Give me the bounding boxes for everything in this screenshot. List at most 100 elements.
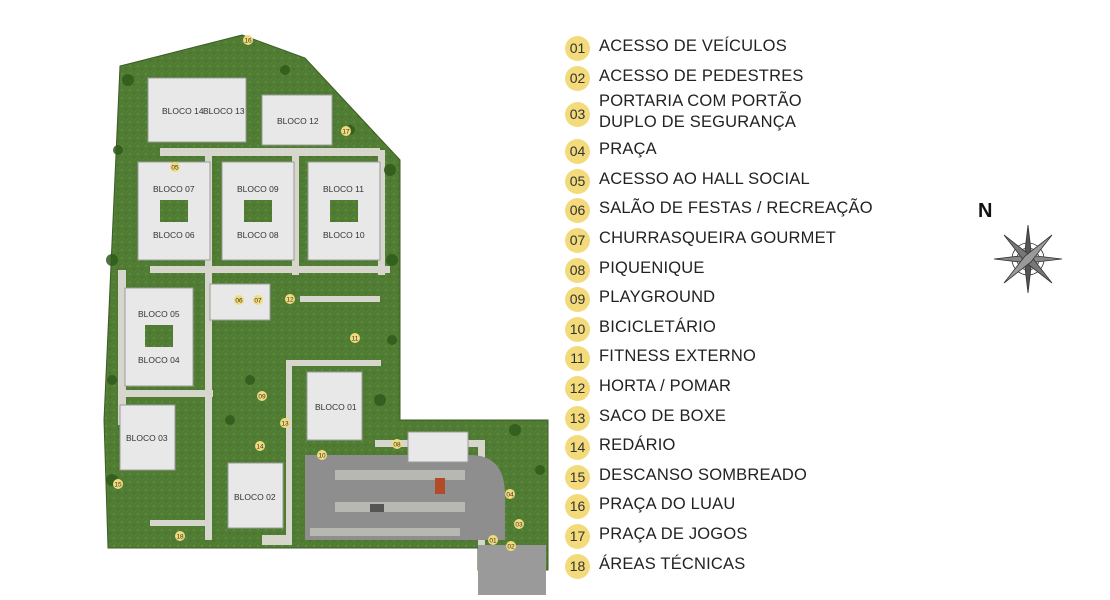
svg-text:10: 10 bbox=[318, 453, 326, 460]
legend-number: 11 bbox=[565, 346, 590, 372]
trees bbox=[106, 65, 545, 486]
legend-item-07: 07 CHURRASQUEIRA GOURMET bbox=[565, 225, 905, 255]
legend-item-10: 10 BICICLETÁRIO bbox=[565, 314, 905, 344]
north-label: N bbox=[978, 200, 992, 222]
legend-label: REDÁRIO bbox=[599, 436, 676, 455]
map-marker-04: 04 bbox=[505, 489, 515, 499]
legend-item-14: 14 REDÁRIO bbox=[565, 432, 905, 462]
legend-label: ACESSO AO HALL SOCIAL bbox=[599, 169, 810, 188]
legend-item-03: 03 PORTARIA COM PORTÃO DUPLO DE SEGURANÇ… bbox=[565, 92, 905, 136]
block-03-label: BLOCO 03 bbox=[126, 433, 168, 443]
legend-number: 09 bbox=[565, 287, 590, 313]
svg-text:14: 14 bbox=[256, 444, 264, 451]
legend-item-05: 05 ACESSO AO HALL SOCIAL bbox=[565, 166, 905, 196]
map-marker-09: 09 bbox=[257, 391, 267, 401]
legend-label: FITNESS EXTERNO bbox=[599, 347, 757, 366]
legend-label: ACESSO DE VEÍCULOS bbox=[599, 37, 787, 55]
svg-text:03: 03 bbox=[515, 522, 523, 529]
legend-item-17: 17 PRAÇA DE JOGOS bbox=[565, 521, 905, 551]
svg-text:18: 18 bbox=[176, 534, 184, 541]
legend-item-02: 02 ACESSO DE PEDESTRES bbox=[565, 63, 905, 93]
parking-area bbox=[305, 455, 546, 595]
legend-number: 05 bbox=[565, 168, 590, 194]
block-07-label: BLOCO 07 bbox=[153, 184, 195, 194]
block-08-label: BLOCO 08 bbox=[237, 230, 279, 240]
legend-item-18: 18 ÁREAS TÉCNICAS bbox=[565, 551, 905, 581]
block-05-label: BLOCO 05 bbox=[138, 309, 180, 319]
legend-item-12: 12 HORTA / POMAR bbox=[565, 373, 905, 403]
legend-number: 03 bbox=[565, 102, 590, 128]
map-marker-12: 12 bbox=[285, 294, 295, 304]
legend-item-09: 09 PLAYGROUND bbox=[565, 284, 905, 314]
legend-number: 06 bbox=[565, 198, 590, 224]
legend-number: 14 bbox=[565, 435, 590, 461]
legend-label: SALÃO DE FESTAS / RECREAÇÃO bbox=[599, 199, 873, 218]
block-01-label: BLOCO 01 bbox=[315, 402, 357, 412]
map-marker-07: 07 bbox=[253, 295, 263, 305]
map-marker-01: 01 bbox=[488, 535, 498, 545]
legend-label: CHURRASQUEIRA GOURMET bbox=[599, 228, 837, 247]
svg-text:13: 13 bbox=[281, 421, 289, 428]
svg-text:08: 08 bbox=[393, 442, 401, 449]
legend-item-16: 16 PRAÇA DO LUAU bbox=[565, 491, 905, 521]
block-06-label: BLOCO 06 bbox=[153, 230, 195, 240]
legend-number: 02 bbox=[565, 65, 590, 91]
block-10-label: BLOCO 10 bbox=[323, 230, 365, 240]
map-marker-15: 15 bbox=[113, 479, 123, 489]
svg-text:04: 04 bbox=[506, 492, 514, 499]
block-12-label: BLOCO 12 bbox=[277, 116, 319, 126]
legend-label: BICICLETÁRIO bbox=[599, 317, 717, 336]
buildings bbox=[119, 77, 469, 529]
map-marker-17: 17 bbox=[341, 126, 351, 136]
block-14-label: BLOCO 14 bbox=[162, 106, 204, 116]
legend-label: PRAÇA DE JOGOS bbox=[599, 524, 748, 543]
legend-label: HORTA / POMAR bbox=[599, 376, 732, 395]
legend-label: PRAÇA DO LUAU bbox=[599, 495, 736, 514]
block-09-label: BLOCO 09 bbox=[237, 184, 279, 194]
legend-label: PRAÇA bbox=[599, 140, 657, 159]
legend-item-11: 11 FITNESS EXTERNO bbox=[565, 343, 905, 373]
svg-text:17: 17 bbox=[342, 129, 350, 136]
svg-text:15: 15 bbox=[114, 482, 122, 489]
legend-label-line1: PORTARIA COM PORTÃO bbox=[599, 92, 802, 111]
block-04-label: BLOCO 04 bbox=[138, 355, 180, 365]
legend-number: 08 bbox=[565, 257, 590, 283]
legend-item-01: 01 ACESSO DE VEÍCULOS bbox=[565, 33, 905, 63]
legend-number: 04 bbox=[565, 139, 590, 165]
map-marker-16: 16 bbox=[243, 35, 253, 45]
map-marker-05: 05 bbox=[170, 162, 180, 172]
map-marker-06: 06 bbox=[234, 295, 244, 305]
legend-label: SACO DE BOXE bbox=[599, 406, 727, 425]
svg-text:01: 01 bbox=[489, 538, 497, 545]
legend-item-08: 08 PIQUENIQUE bbox=[565, 255, 905, 285]
legend-number: 18 bbox=[565, 553, 590, 579]
legend-label: ACESSO DE PEDESTRES bbox=[599, 66, 804, 85]
svg-text:02: 02 bbox=[507, 544, 515, 551]
map-marker-02: 02 bbox=[506, 541, 516, 551]
map-marker-03: 03 bbox=[514, 519, 524, 529]
legend-label: DESCANSO SOMBREADO bbox=[599, 465, 808, 484]
block-13-label: BLOCO 13 bbox=[203, 106, 245, 116]
block-02-label: BLOCO 02 bbox=[234, 492, 276, 502]
legend-number: 12 bbox=[565, 375, 590, 401]
svg-text:09: 09 bbox=[258, 394, 266, 401]
compass-rose-icon: N bbox=[978, 200, 1063, 294]
svg-text:12: 12 bbox=[286, 297, 294, 304]
legend-label: PORTARIA COM PORTÃO DUPLO DE SEGURANÇA bbox=[599, 91, 802, 133]
map-marker-08: 08 bbox=[392, 439, 402, 449]
svg-text:05: 05 bbox=[171, 165, 179, 172]
legend-label: PIQUENIQUE bbox=[599, 258, 705, 277]
legend-number: 16 bbox=[565, 494, 590, 520]
svg-text:06: 06 bbox=[235, 298, 243, 305]
map-marker-11: 11 bbox=[350, 333, 360, 343]
legend-label-line2: DUPLO DE SEGURANÇA bbox=[599, 113, 797, 132]
legend-item-04: 04 PRAÇA bbox=[565, 136, 905, 166]
block-11-label: BLOCO 11 bbox=[323, 184, 364, 194]
map-marker-13: 13 bbox=[280, 418, 290, 428]
map-marker-10: 10 bbox=[317, 450, 327, 460]
map-marker-18: 18 bbox=[175, 531, 185, 541]
legend-item-06: 06 SALÃO DE FESTAS / RECREAÇÃO bbox=[565, 195, 905, 225]
legend-number: 10 bbox=[565, 316, 590, 342]
legend-label: ÁREAS TÉCNICAS bbox=[599, 554, 746, 573]
legend-number: 15 bbox=[565, 464, 590, 490]
